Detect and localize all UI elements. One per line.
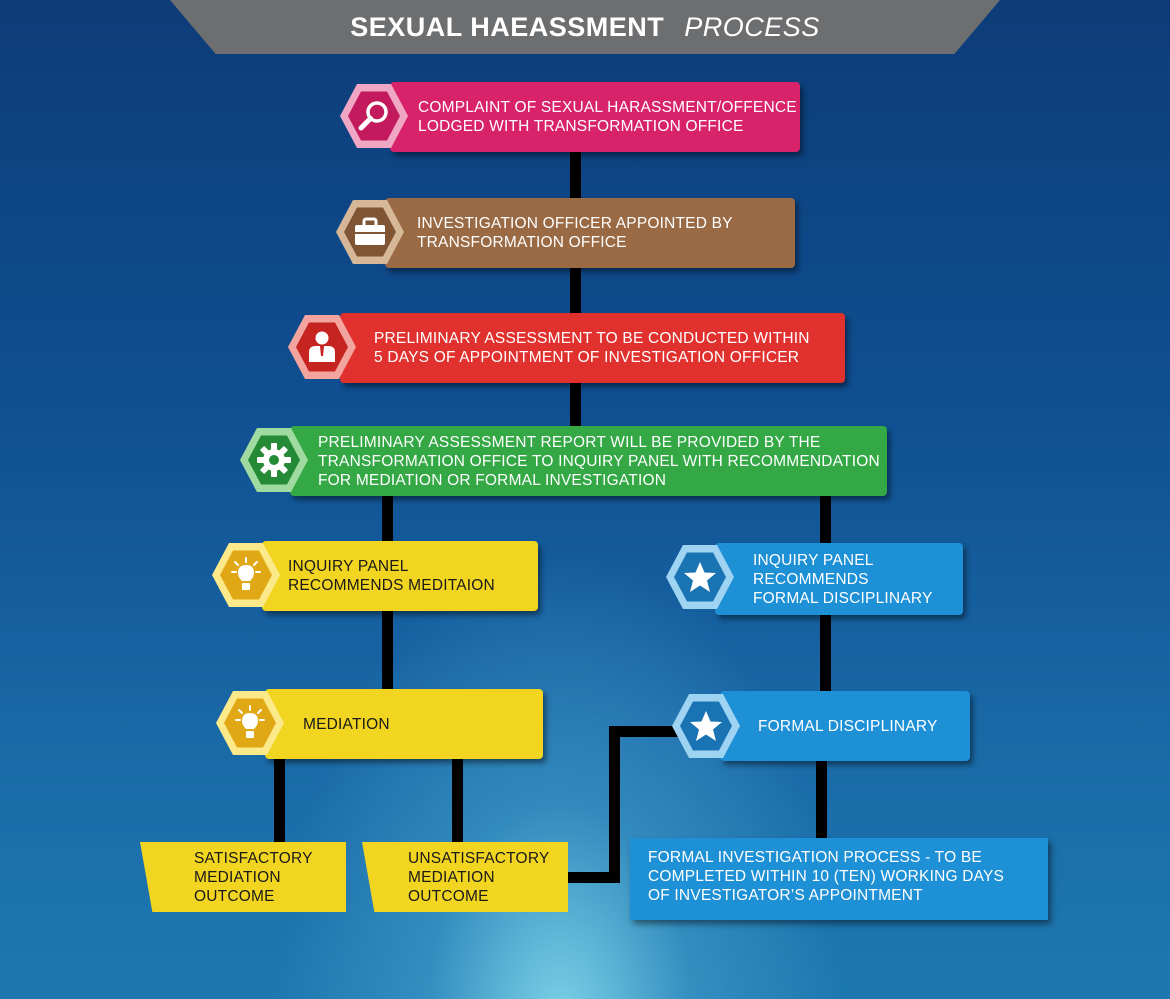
step-recommend-formal: INQUIRY PANEL RECOMMENDS FORMAL DISCIPLI…: [715, 543, 963, 615]
connector-unsatisfactory-horizontal: [568, 872, 620, 883]
gear-icon: [257, 443, 291, 477]
person-icon: [309, 331, 335, 362]
connector-unsatisfactory-vertical: [609, 726, 620, 883]
lightbulb-icon: [235, 705, 265, 738]
title-sub: PROCESS: [684, 11, 820, 42]
title-main: SEXUAL HAEASSMENT: [350, 11, 665, 42]
step-mediation-label: MEDIATION: [303, 715, 390, 733]
magnifier-icon: [358, 101, 388, 131]
star-icon: [684, 562, 716, 592]
step-appoint: INVESTIGATION OFFICER APPOINTED BY TRANS…: [385, 198, 795, 268]
star-icon: [690, 711, 722, 741]
step-complaint: COMPLAINT OF SEXUAL HARASSMENT/OFFENCE L…: [390, 82, 800, 152]
page-title: SEXUAL HAEASSMENT PROCESS: [170, 0, 1000, 54]
preliminary-hex: [288, 315, 356, 379]
connector-to-satisfactory: [274, 758, 285, 846]
briefcase-icon: [355, 217, 385, 245]
step-preliminary: PRELIMINARY ASSESSMENT TO BE CONDUCTED W…: [340, 313, 845, 383]
connector-to-unsatisfactory: [452, 758, 463, 846]
step-appoint-label: INVESTIGATION OFFICER APPOINTED BY TRANS…: [417, 215, 733, 251]
connector-formal-to-investigation: [816, 760, 827, 840]
step-report: PRELIMINARY ASSESSMENT REPORT WILL BE PR…: [290, 426, 887, 496]
appoint-hex: [336, 200, 404, 264]
connector-main-trunk: [570, 150, 581, 430]
outcome-satisfactory: SATISFACTORY MEDIATION OUTCOME: [140, 842, 346, 912]
outcome-unsatisfactory: UNSATISFACTORY MEDIATION OUTCOME: [362, 842, 568, 912]
recommend-mediation-hex: [212, 543, 280, 607]
step-mediation: MEDIATION: [265, 689, 543, 759]
lightbulb-icon: [231, 557, 261, 590]
step-formal-disciplinary: FORMAL DISCIPLINARY: [720, 691, 970, 761]
mediation-hex: [216, 691, 284, 755]
formal-investigation-box: FORMAL INVESTIGATION PROCESS - TO BE COM…: [630, 838, 1048, 920]
step-preliminary-label: PRELIMINARY ASSESSMENT TO BE CONDUCTED W…: [374, 330, 810, 366]
step-formal-disciplinary-label: FORMAL DISCIPLINARY: [758, 717, 938, 735]
step-report-label: PRELIMINARY ASSESSMENT REPORT WILL BE PR…: [318, 433, 880, 489]
step-recommend-mediation-label: INQUIRY PANEL RECOMMENDS MEDITAION: [288, 558, 495, 594]
step-recommend-formal-label: INQUIRY PANEL RECOMMENDS FORMAL DISCIPLI…: [753, 551, 933, 607]
step-complaint-label: COMPLAINT OF SEXUAL HARASSMENT/OFFENCE L…: [418, 99, 797, 135]
formal-investigation-label: FORMAL INVESTIGATION PROCESS - TO BE COM…: [648, 849, 1005, 904]
connector-unsatisfactory-to-formal: [609, 726, 689, 737]
outcome-unsatisfactory-label: UNSATISFACTORY MEDIATION OUTCOME: [408, 849, 550, 905]
complaint-hex: [340, 84, 408, 148]
step-recommend-mediation: INQUIRY PANEL RECOMMENDS MEDITAION: [262, 541, 538, 611]
outcome-satisfactory-label: SATISFACTORY MEDIATION OUTCOME: [194, 849, 313, 905]
